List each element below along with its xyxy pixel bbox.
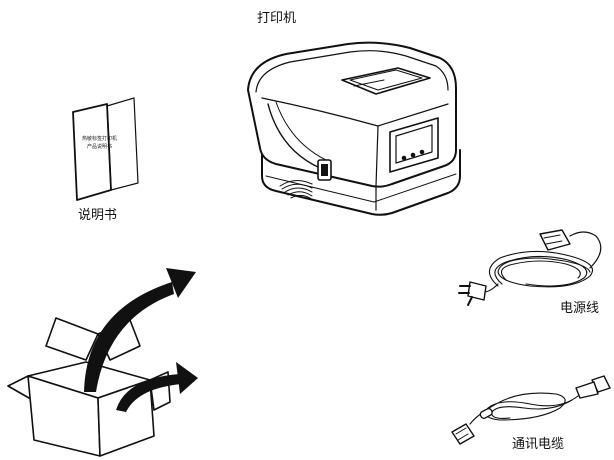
printer-label: 打印机 [257,12,296,25]
comm-cable-label: 通讯电缆 [512,438,564,451]
power-cord-label: 电源线 [560,302,599,315]
manual-cover-title: 热敏标签打印机 [82,137,117,142]
manual-cover-subtitle: 产品说明书 [87,145,112,150]
manual-label: 说明书 [78,209,117,222]
printer-illustration [248,43,460,215]
power-cord-illustration [459,230,601,305]
communication-cable-illustration [452,376,610,444]
